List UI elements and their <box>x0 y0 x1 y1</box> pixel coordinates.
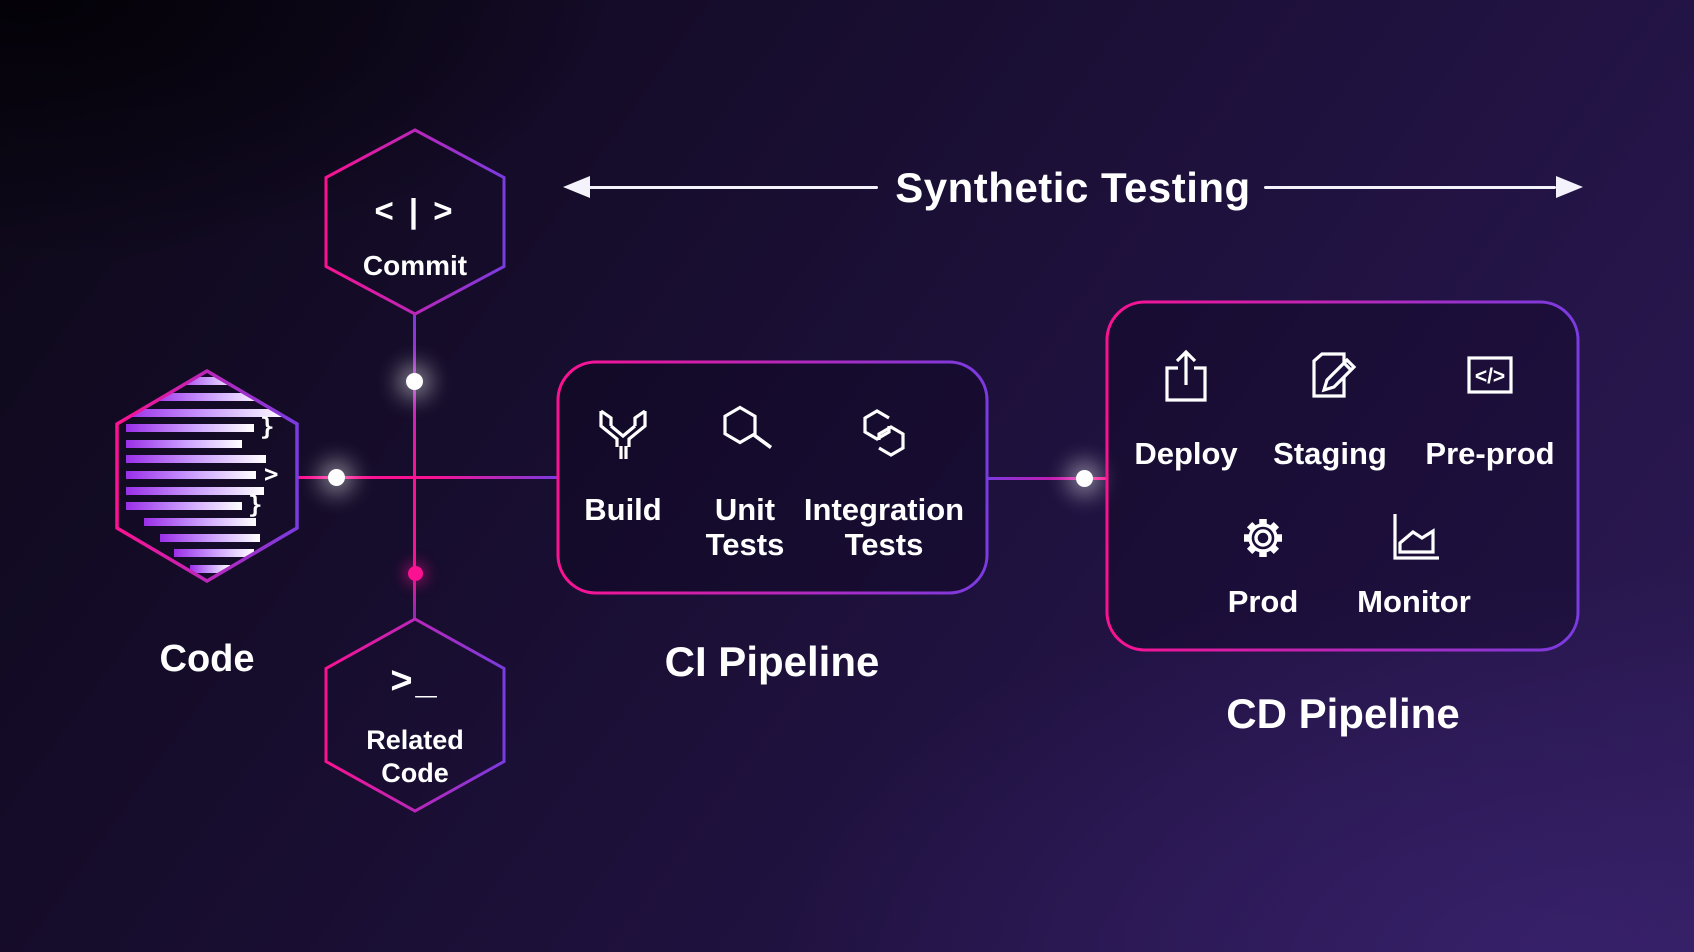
cd-step-prod: Prod <box>1203 506 1323 619</box>
commit-label: Commit <box>362 250 468 281</box>
cd-step-label: Pre-prod <box>1425 436 1555 471</box>
cd-pipeline-box <box>1105 300 1580 652</box>
ci-pipeline-label: CI Pipeline <box>664 638 880 685</box>
cd-pipeline-label: CD Pipeline <box>1226 690 1460 737</box>
cd-connector-dot <box>1076 470 1093 487</box>
code-tag-text: </> <box>1475 365 1505 388</box>
code-hexagon: } > } <box>115 369 299 583</box>
ci-step-build: Build <box>563 401 683 527</box>
gear-icon <box>1244 519 1282 557</box>
code-glyph-chevron: > <box>264 460 278 488</box>
cd-step-label: Monitor <box>1357 584 1471 619</box>
document-pencil-icon <box>1312 352 1357 398</box>
commit-code-brackets-icon: < | > <box>374 192 456 229</box>
ci-to-cd-connector <box>987 477 1107 480</box>
cd-step-label: Staging <box>1273 436 1387 471</box>
cd-step-label: Deploy <box>1134 436 1238 471</box>
related-code-terminal-prompt-icon: >_ <box>390 660 440 702</box>
related-code-connector-dot <box>408 566 423 581</box>
wrench-icon <box>599 409 647 459</box>
code-glyph-brace-2: } <box>248 491 262 519</box>
cd-step-deploy: Deploy <box>1126 343 1246 471</box>
left-arrow-shaft <box>586 186 878 189</box>
right-arrowhead-icon <box>1556 176 1583 198</box>
ci-pipeline-box <box>556 360 989 595</box>
interlocking-hexagons-icon <box>863 409 905 457</box>
hexagon-magnifier-icon <box>723 405 773 449</box>
commit-to-related-connector <box>413 315 416 620</box>
cd-step-label: Prod <box>1227 584 1299 619</box>
code-label: Code <box>159 638 255 680</box>
cd-step-staging: Staging <box>1262 343 1398 471</box>
commit-hexagon <box>324 128 506 316</box>
ci-step-label: Unit Tests <box>705 492 785 562</box>
ci-step-label: Build <box>584 492 662 527</box>
code-glyph-brace-1: } <box>260 413 274 441</box>
code-connector-dot <box>328 469 345 486</box>
code-lines-stripes: } > } <box>126 377 286 573</box>
related-code-label: Related Code <box>366 725 464 788</box>
ci-step-integration-tests: Integration Tests <box>790 401 978 562</box>
synthetic-testing-title: Synthetic Testing <box>895 164 1251 211</box>
cd-step-pre-prod: </> Pre-prod <box>1413 343 1567 471</box>
commit-connector-dot <box>406 373 423 390</box>
cd-step-monitor: Monitor <box>1341 506 1487 619</box>
related-code-hexagon <box>324 617 506 813</box>
ci-step-unit-tests: Unit Tests <box>685 401 805 562</box>
area-chart-icon <box>1393 514 1439 560</box>
right-arrow-shaft <box>1264 186 1556 189</box>
code-to-ci-connector <box>296 476 558 479</box>
code-tag-box-icon: </> <box>1467 356 1513 394</box>
ci-step-label: Integration Tests <box>803 492 965 562</box>
left-arrowhead-icon <box>563 176 590 198</box>
upload-box-icon <box>1165 349 1207 402</box>
